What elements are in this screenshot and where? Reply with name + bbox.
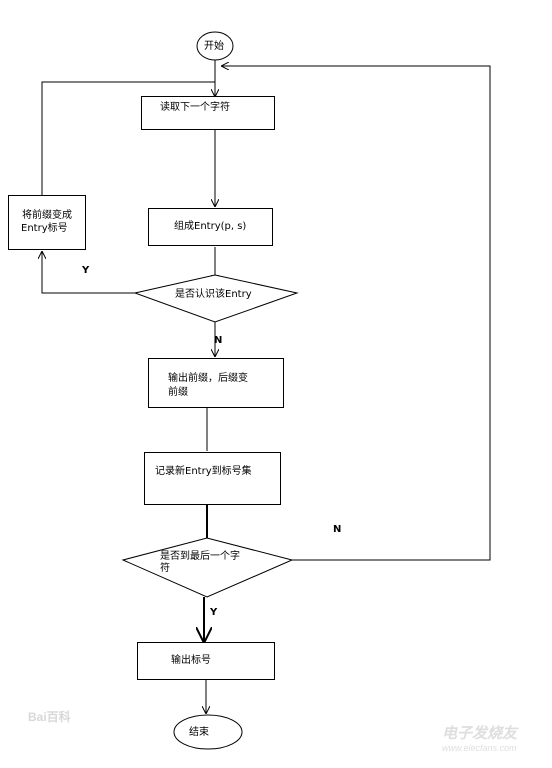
output-code-label: 输出标号 xyxy=(171,655,211,666)
end-node xyxy=(173,714,243,750)
last-no-label: N xyxy=(333,524,342,535)
read-char-label: 读取下一个字符 xyxy=(160,102,230,113)
last-yes-label: Y xyxy=(210,607,218,618)
known-yes-label: Y xyxy=(82,265,90,276)
output-label-line2: 前缀 xyxy=(168,387,188,398)
prefix-label-line1: 将前缀变成 xyxy=(22,210,72,221)
elecfans-watermark-main: 电子发烧友 xyxy=(442,725,518,742)
make-entry-label: 组成Entry(p, s) xyxy=(174,221,247,232)
make-entry-box xyxy=(148,208,273,246)
prefix-label-line2: Entry标号 xyxy=(21,223,68,234)
edge-known-yes xyxy=(42,252,135,294)
edge-prefix-loop xyxy=(41,81,215,195)
end-label: 结束 xyxy=(189,727,209,738)
last-label-line2: 符 xyxy=(160,563,170,574)
last-label-line1: 是否到最后一个字 xyxy=(160,551,240,562)
prefix-to-code-box xyxy=(8,195,86,250)
baike-watermark: Bai百科 xyxy=(28,710,71,724)
elecfans-watermark: 电子发烧友 www.elecfans.com xyxy=(442,722,550,753)
record-entry-box xyxy=(144,452,281,505)
decision-last xyxy=(121,537,294,598)
output-prefix-box xyxy=(148,358,284,408)
decision-known xyxy=(133,274,299,323)
elecfans-watermark-sub: www.elecfans.com xyxy=(442,743,517,753)
record-label: 记录新Entry到标号集 xyxy=(155,466,252,477)
edge-last-no xyxy=(222,66,491,561)
known-no-label: N xyxy=(214,335,223,346)
start-label: 开始 xyxy=(204,41,224,52)
output-code-box xyxy=(137,642,275,680)
is-known-label: 是否认识该Entry xyxy=(175,289,252,300)
output-label-line1: 输出前缀，后缀变 xyxy=(168,373,248,384)
read-char-box xyxy=(141,96,275,130)
